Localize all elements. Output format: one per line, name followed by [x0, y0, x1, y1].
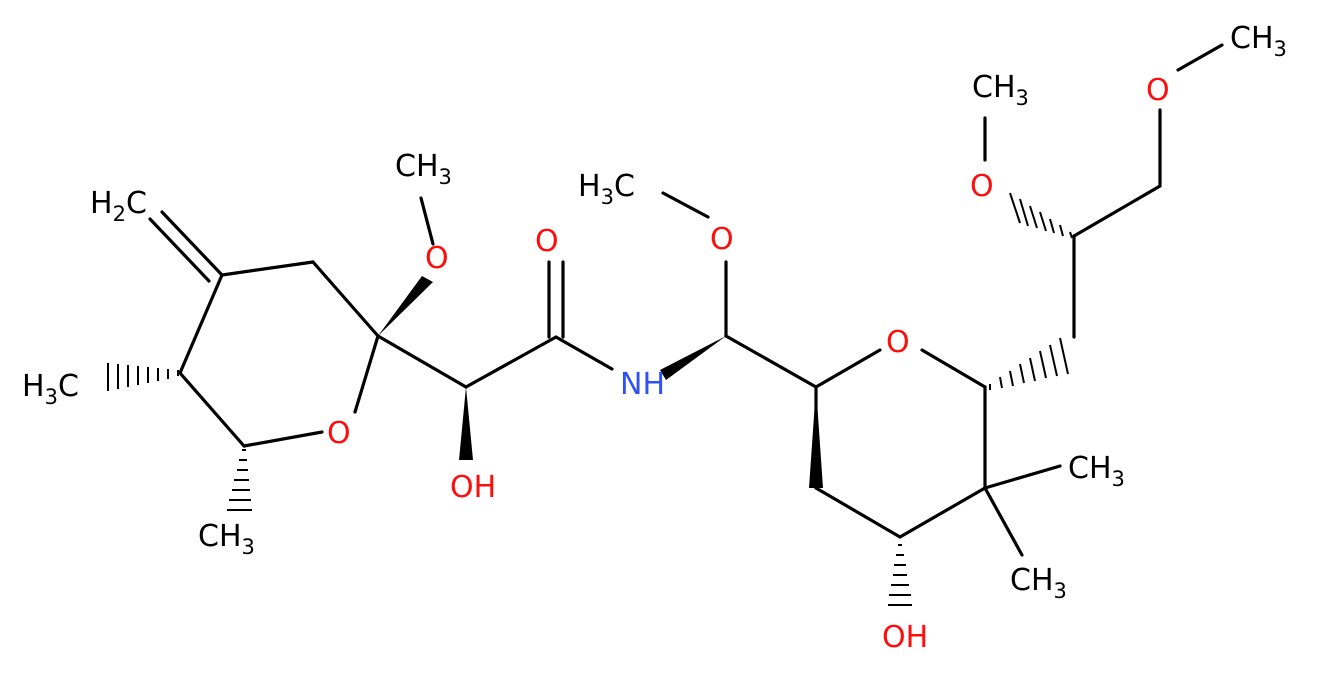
methyl-label: CH3 — [1010, 563, 1067, 603]
methyl-label: CH3 — [1068, 451, 1125, 491]
bond — [353, 334, 380, 414]
hashed-wedge — [107, 363, 179, 391]
solid-wedge — [378, 276, 433, 336]
right-ring-bonds — [809, 337, 1069, 606]
bond — [419, 196, 435, 246]
carbonyl-oxygen-label: O — [535, 224, 559, 259]
amide-nitrogen-label: NH — [620, 367, 665, 402]
oxygen-label: O — [710, 222, 734, 257]
h2c-label: H2C — [90, 186, 147, 226]
methyl-label: H3C — [22, 369, 79, 409]
ring-oxygen-label: O — [886, 325, 910, 360]
bond — [814, 486, 902, 539]
hydroxyl-label: OH — [882, 620, 928, 655]
bond — [376, 334, 468, 389]
chain-bonds — [376, 196, 614, 460]
double-bond-a — [160, 210, 224, 277]
methyl-label: CH3 — [198, 519, 255, 559]
hydroxyl-label: OH — [450, 470, 496, 505]
methyl-label: H3C — [578, 169, 635, 209]
methyl-label: CH3 — [972, 70, 1029, 110]
bond — [920, 348, 987, 389]
hashed-wedge — [227, 449, 252, 511]
methyl-label: CH3 — [395, 149, 452, 189]
oxygen-label: O — [1146, 73, 1170, 108]
bond — [554, 335, 614, 371]
solid-wedge — [459, 387, 473, 460]
bond — [898, 486, 987, 539]
left-ring-bonds — [148, 210, 380, 448]
ring-oxygen-label: O — [327, 416, 351, 451]
methyl-label: CH3 — [1230, 21, 1287, 61]
bond — [242, 430, 324, 448]
solid-wedge — [809, 387, 823, 488]
side-chain-bonds — [983, 43, 1224, 339]
solid-wedge — [660, 336, 726, 380]
oxygen-label: O — [425, 241, 449, 276]
hashed-wedge — [1009, 192, 1073, 239]
bond — [1176, 43, 1224, 72]
bond — [220, 260, 315, 277]
bond — [311, 260, 380, 338]
bond — [983, 464, 1062, 490]
bond — [983, 486, 1024, 557]
double-bond-b — [148, 217, 211, 283]
bond — [661, 191, 710, 219]
hashed-wedge — [989, 337, 1069, 390]
bond — [814, 348, 882, 389]
mid-bonds — [660, 191, 818, 389]
bond — [724, 334, 818, 389]
bond — [464, 335, 558, 389]
left-stereo-bonds — [107, 276, 433, 511]
bond — [178, 371, 246, 448]
oxygen-label: O — [970, 169, 994, 204]
bond — [178, 273, 224, 375]
bond — [1072, 184, 1162, 238]
hashed-wedge — [888, 544, 912, 606]
